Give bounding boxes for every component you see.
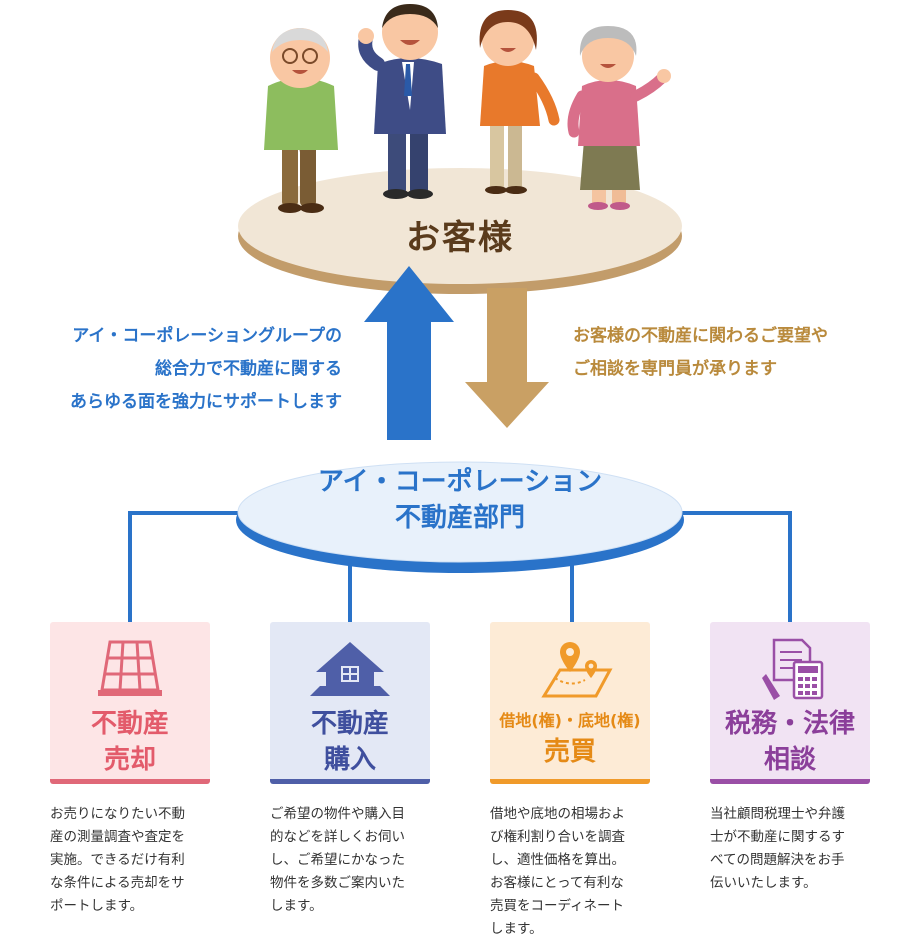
desc-line: 士が不動産に関するす: [710, 829, 845, 845]
woman-figure: [479, 10, 560, 194]
customer-platform: [238, 4, 682, 294]
elderly-woman-figure: [567, 26, 671, 210]
service-desc-leasehold: 借地や底地の相場およ び権利割り合いを調査 し、適性価格を算出。 お客様にとって…: [490, 803, 658, 941]
request-text-line: ご相談を専門員が承ります: [573, 359, 777, 379]
service-title: 不動産: [310, 709, 389, 739]
businessman-figure: [358, 4, 446, 199]
desc-line: お客様にとって有利な: [490, 875, 624, 891]
service-desc-sale: お売りになりたい不動 産の測量調査や査定を 実施。できるだけ有利 な条件による売…: [50, 803, 218, 918]
request-text-line: お客様の不動産に関わるご要望や: [573, 326, 828, 346]
request-arrow-down: [465, 288, 549, 428]
desc-line: 伝いいたします。: [710, 875, 817, 891]
service-card-leasehold: 借地(権)・底地(権) 売買: [490, 622, 650, 784]
desc-line: 物件を多数ご案内いた: [270, 875, 405, 891]
desc-line: ポートします。: [50, 898, 144, 914]
department-line1: アイ・コーポレーション: [317, 467, 603, 497]
desc-line: び権利割り合いを調査: [490, 829, 625, 845]
desc-line: 的などを詳しくお伺い: [270, 829, 405, 845]
service-title: 不動産: [90, 709, 169, 739]
elderly-man-figure: [264, 28, 338, 213]
service-desc-tax-legal: 当社顧問税理士や弁護 士が不動産に関するす べての問題解決をお手 伝いいたします…: [710, 803, 878, 895]
desc-line: ご希望の物件や購入目: [270, 806, 405, 822]
service-title: 購入: [323, 745, 376, 775]
desc-line: します。: [270, 898, 323, 914]
department-connectors: [128, 461, 792, 622]
service-title: 売買: [543, 737, 596, 767]
desc-line: べての問題解決をお手: [710, 852, 845, 868]
service-card-purchase: 不動産 購入: [270, 622, 430, 784]
support-text-line: 総合力で不動産に関する: [155, 359, 342, 379]
desc-line: 当社顧問税理士や弁護: [710, 806, 845, 822]
desc-line: お売りになりたい不動: [50, 806, 185, 822]
desc-line: します。: [490, 921, 543, 937]
customer-label: お客様: [406, 218, 514, 258]
map-pin-icon: [541, 642, 613, 698]
service-title: 売却: [103, 745, 156, 775]
desc-line: し、ご希望にかなった: [270, 852, 405, 868]
support-arrow-up: [364, 266, 454, 440]
department-line2: 不動産部門: [394, 503, 525, 533]
land-plot-icon: [98, 640, 162, 696]
desc-line: な条件による売却をサ: [50, 875, 185, 891]
service-card-sale: 不動産 売却: [50, 622, 210, 784]
support-text-line: あらゆる面を強力にサポートします: [70, 392, 342, 412]
request-text: お客様の不動産に関わるご要望や ご相談を専門員が承ります: [573, 320, 913, 386]
desc-line: 売買をコーディネート: [490, 898, 625, 914]
flow-arrows: [364, 266, 549, 440]
house-icon: [310, 642, 390, 696]
department-title: アイ・コーポレーション 不動産部門: [245, 464, 675, 536]
desc-line: 実施。できるだけ有利: [50, 852, 185, 868]
service-title: 相談: [763, 745, 816, 775]
desc-line: 産の測量調査や査定を: [50, 829, 185, 845]
service-desc-purchase: ご希望の物件や購入目 的などを詳しくお伺い し、ご希望にかなった 物件を多数ご案…: [270, 803, 438, 918]
support-text-line: アイ・コーポレーショングループの: [72, 326, 342, 346]
desc-line: 借地や底地の相場およ: [490, 806, 625, 822]
support-text: アイ・コーポレーショングループの 総合力で不動産に関する あらゆる面を強力にサポ…: [10, 320, 342, 419]
service-card-tax-legal: 税務・法律 相談: [710, 622, 870, 784]
service-subtitle: 借地(権)・底地(権): [499, 711, 641, 730]
calculator-document-icon: [762, 638, 824, 700]
service-title: 税務・法律: [724, 709, 855, 739]
desc-line: し、適性価格を算出。: [490, 852, 625, 868]
